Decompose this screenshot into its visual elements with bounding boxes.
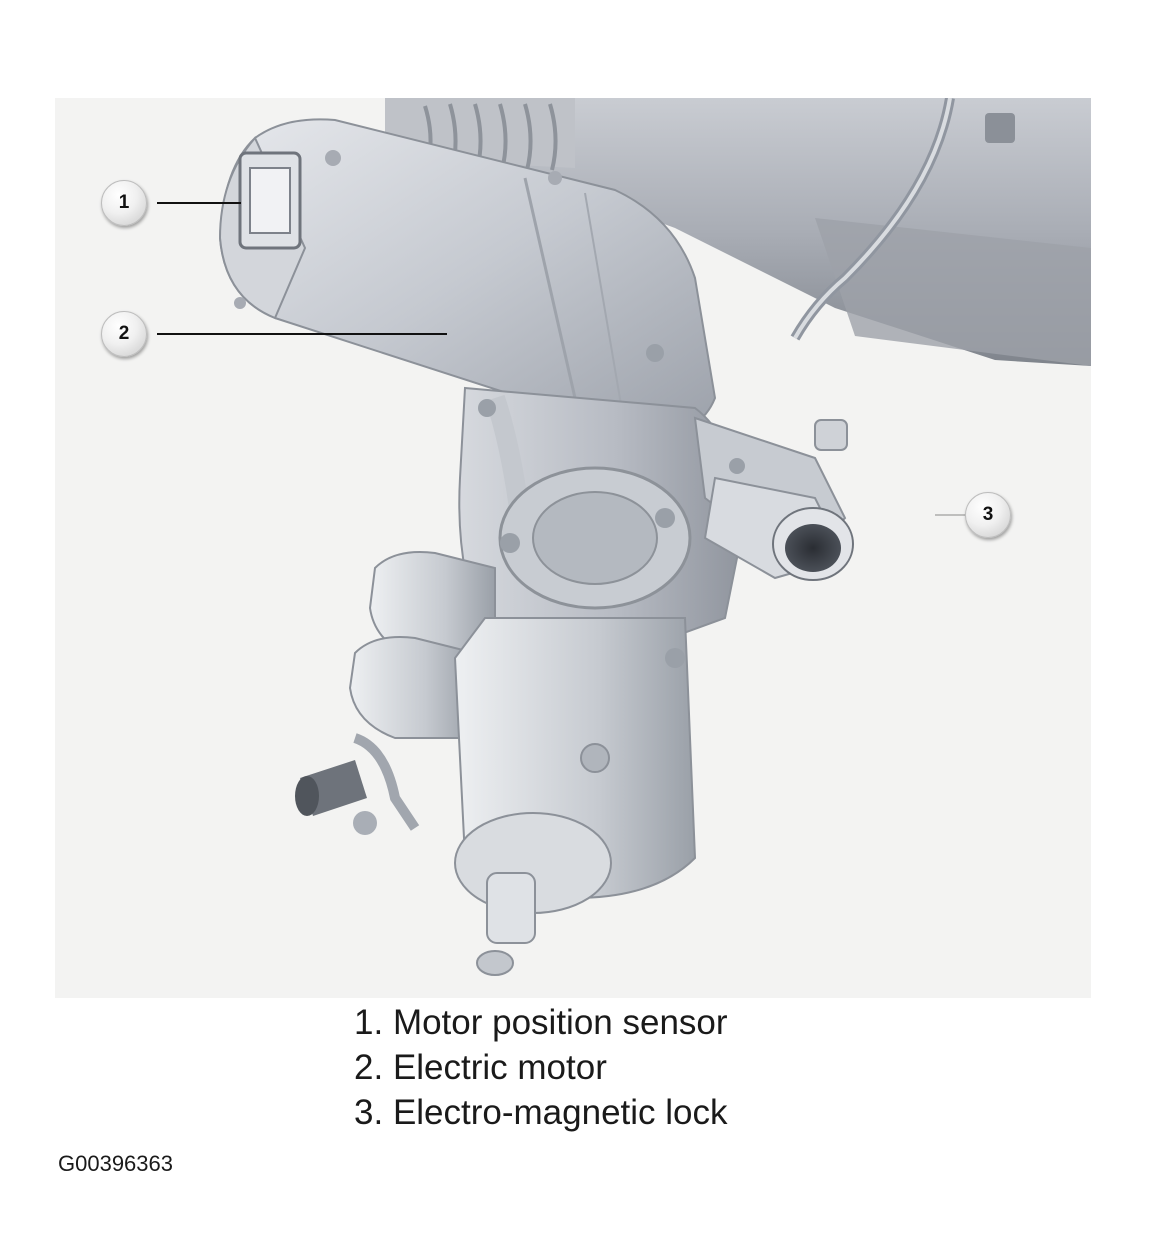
callout-2: 2 [101, 311, 147, 357]
legend-number: 3. [354, 1093, 384, 1132]
steering-rack-housing [385, 98, 1091, 366]
legend-number: 2. [354, 1048, 384, 1087]
component-illustration: 1 2 3 [55, 98, 1091, 998]
callout-2-number: 2 [118, 323, 130, 344]
callout-3-number: 3 [982, 504, 994, 525]
electric-motor-drawing [218, 118, 717, 435]
legend-label: Electro-magnetic lock [392, 1093, 728, 1132]
legend-item: 3. Electro-magnetic lock [354, 1090, 728, 1135]
steering-unit-drawing [157, 98, 1091, 976]
callout-1-number: 1 [118, 192, 130, 213]
legend-item: 2. Electric motor [354, 1045, 728, 1090]
lower-housing-drawing [295, 551, 697, 976]
leader-lines [157, 202, 965, 516]
legend-label: Electric motor [392, 1048, 607, 1087]
legend-label: Motor position sensor [392, 1003, 728, 1042]
electro-magnetic-lock-drawing [693, 416, 854, 581]
callout-1: 1 [101, 180, 147, 226]
callout-3: 3 [965, 492, 1011, 538]
gear-housing-drawing [458, 344, 747, 660]
legend-number: 1. [354, 1003, 384, 1042]
legend-item: 1. Motor position sensor [354, 1000, 728, 1045]
figure-id: G00396363 [58, 1151, 173, 1176]
legend: 1. Motor position sensor 2. Electric mot… [354, 1000, 728, 1135]
